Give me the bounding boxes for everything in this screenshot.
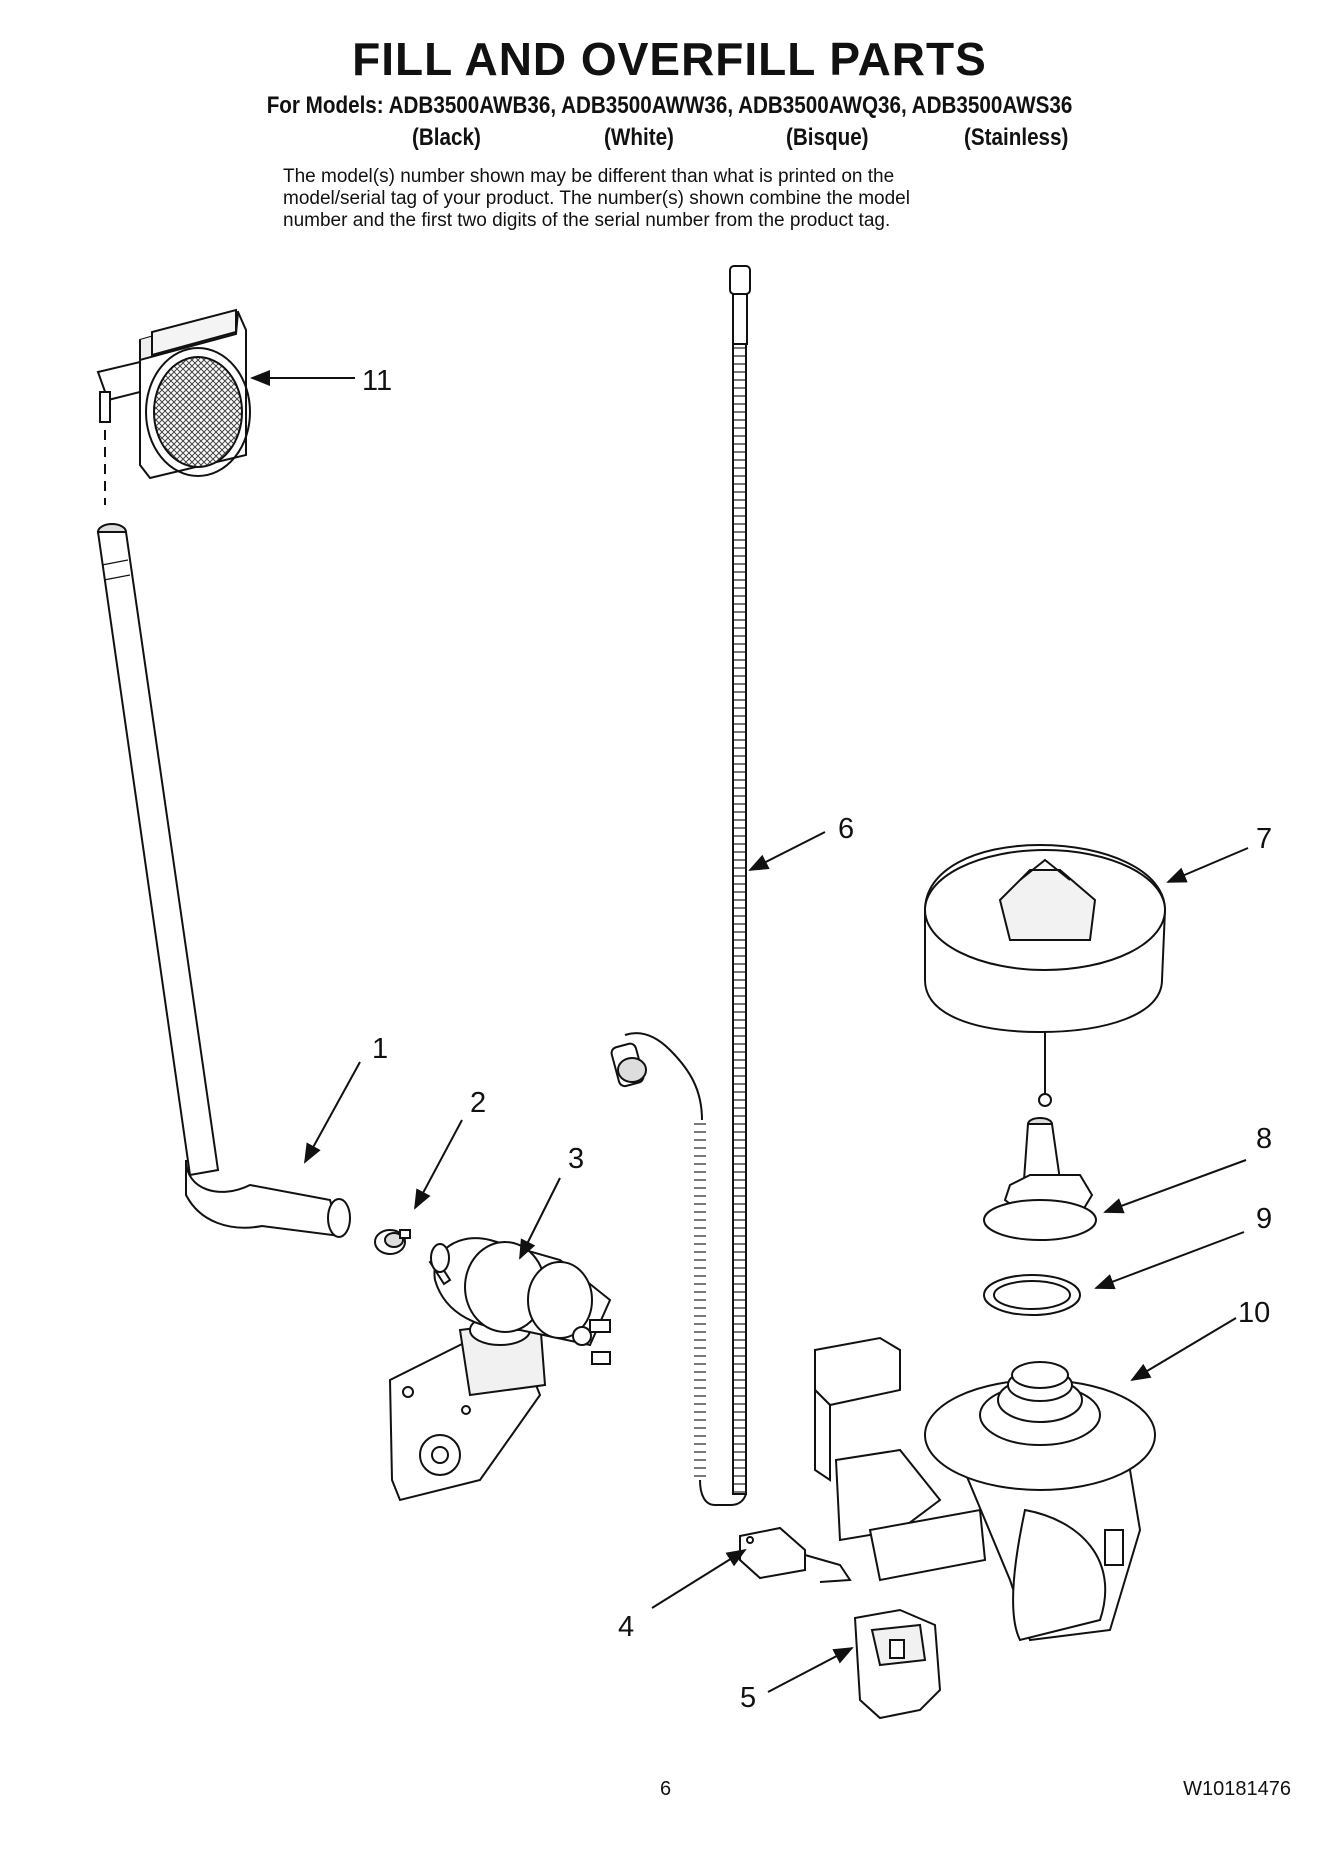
leader-3	[519, 1177, 561, 1260]
finish-white: (White)	[604, 124, 674, 151]
callout-7: 7	[1256, 823, 1272, 855]
part-6-wire-harness	[610, 265, 751, 1506]
callout-11: 11	[362, 365, 392, 397]
part-3-inlet-valve	[388, 1237, 612, 1502]
part-1-hose	[96, 523, 351, 1238]
leader-8	[1103, 1159, 1247, 1214]
leader-5	[767, 1647, 854, 1693]
callout-labels: 11 1 2 3 6 7 8 9 10 4 5	[362, 365, 1272, 1714]
leader-1	[304, 1061, 361, 1164]
page-number: 6	[660, 1778, 672, 1800]
part-8-float-stem	[983, 1117, 1097, 1241]
note-line: model/serial tag of your product. The nu…	[283, 188, 910, 209]
callout-4: 4	[618, 1611, 634, 1643]
leader-2	[414, 1119, 463, 1210]
leader-lines	[250, 370, 1249, 1693]
callout-10: 10	[1238, 1297, 1270, 1329]
finish-bisque: (Bisque)	[786, 124, 869, 151]
document-id: W10181476	[1183, 1778, 1291, 1800]
callout-6: 6	[838, 813, 854, 845]
models-line: For Models: ADB3500AWB36, ADB3500AWW36, …	[266, 92, 1073, 119]
finish-stainless: (Stainless)	[964, 124, 1069, 151]
leader-6	[748, 831, 826, 871]
callout-3: 3	[568, 1143, 584, 1175]
finish-black: (Black)	[412, 124, 481, 151]
part-11-vent	[96, 308, 251, 505]
callout-8: 8	[1256, 1123, 1272, 1155]
part-5-cover	[853, 1608, 942, 1720]
callout-5: 5	[740, 1682, 756, 1714]
part-10-float-housing	[814, 1336, 1156, 1642]
leader-7	[1166, 847, 1249, 883]
callout-9: 9	[1256, 1203, 1272, 1235]
part-7-float	[924, 843, 1167, 1107]
page-title: FILL AND OVERFILL PARTS	[352, 33, 987, 85]
part-9-gasket	[983, 1274, 1081, 1316]
finish-list: (Black) (White) (Bisque) (Stainless)	[0, 124, 1339, 154]
leader-10	[1130, 1317, 1237, 1382]
leader-4	[651, 1548, 747, 1609]
note-line: The model(s) number shown may be differe…	[283, 166, 895, 187]
part-2-clamp	[374, 1229, 411, 1255]
note-line: number and the first two digits of the s…	[283, 210, 891, 231]
part-4-switch	[739, 1526, 852, 1583]
leader-9	[1094, 1231, 1245, 1290]
model-note: The model(s) number shown may be differe…	[283, 166, 1103, 232]
callout-1: 1	[372, 1033, 388, 1065]
callout-2: 2	[470, 1087, 486, 1119]
